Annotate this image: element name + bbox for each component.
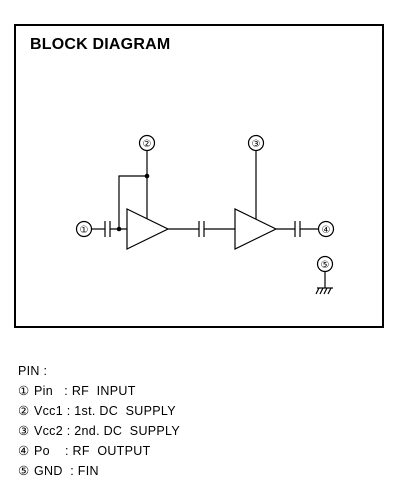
pin-list-item: ② Vcc1 : 1st. DC SUPPLY [18, 401, 180, 421]
junction-bias [116, 226, 122, 232]
pin2-label: ② [143, 139, 152, 150]
pin-description: Vcc2 : 2nd. DC SUPPLY [34, 424, 181, 438]
pin-list-item: ④ Po : RF OUTPUT [18, 441, 180, 461]
pin-list-item: ① Pin : RF INPUT [18, 381, 180, 401]
diagram-frame [14, 24, 384, 328]
pin-number: ① [18, 384, 30, 398]
ground-hatch-4 [327, 287, 332, 295]
ground-hatch-2 [319, 287, 324, 295]
pin3-label: ③ [252, 139, 261, 150]
ground-hatch-1 [315, 287, 320, 295]
diagram-title: BLOCK DIAGRAM [30, 36, 171, 53]
pin-number: ⑤ [18, 464, 30, 478]
pin-number: ④ [18, 444, 30, 458]
pin1-circle [75, 220, 93, 238]
pin-list-item: ⑤ GND : FIN [18, 461, 180, 481]
pin-list: PIN : ① Pin : RF INPUT ② Vcc1 : 1st. DC SU… [18, 361, 180, 481]
pin-list-item: ③ Vcc2 : 2nd. DC SUPPLY [18, 421, 180, 441]
pin4-circle [317, 220, 335, 238]
pin-number: ② [18, 404, 30, 418]
pin4-label: ④ [322, 225, 331, 236]
pin-number: ③ [18, 424, 30, 438]
pin-description: Vcc1 : 1st. DC SUPPLY [34, 404, 176, 418]
pin-description: Pin : RF INPUT [34, 384, 136, 398]
junction-vcc1 [144, 173, 150, 179]
pin3-circle [247, 134, 265, 152]
pin5-circle [316, 255, 334, 273]
pin2-circle [138, 134, 156, 152]
pin-description: GND : FIN [34, 464, 99, 478]
wire-vcc1-bias [118, 175, 147, 229]
pin-description: Po : RF OUTPUT [34, 444, 151, 458]
pin1-label: ① [80, 225, 89, 236]
ground-hatch-3 [323, 287, 328, 295]
pin5-label: ⑤ [321, 260, 330, 271]
pin-list-heading: PIN : [18, 364, 48, 378]
